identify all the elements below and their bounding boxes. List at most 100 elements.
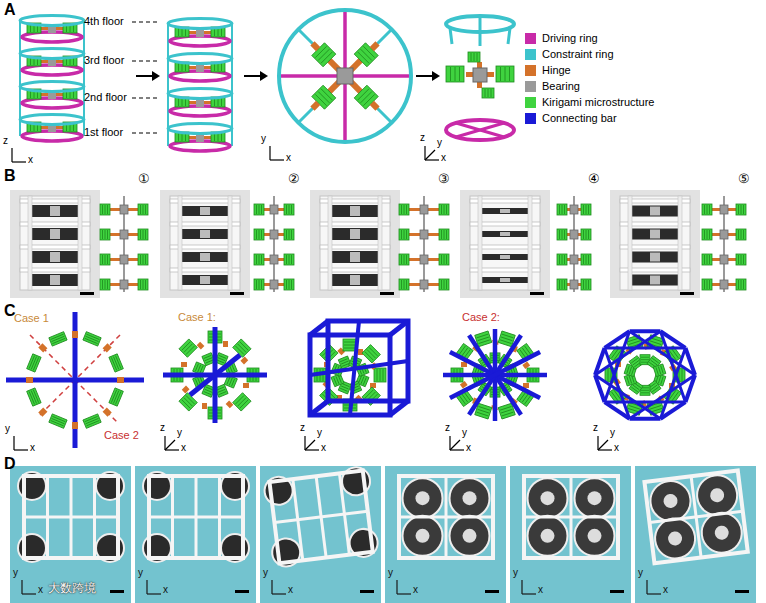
kirigami-block (736, 229, 746, 240)
kirigami-slit (707, 280, 708, 289)
kirigami-slit (474, 53, 475, 61)
hinge (56, 126, 63, 129)
kirigami-slit (588, 230, 589, 239)
kirigami-slit (441, 280, 442, 289)
frame (524, 476, 618, 558)
kirigami-slit (631, 387, 637, 392)
kirigami-slit (441, 205, 442, 214)
kirigami-slit (478, 406, 489, 410)
kirigami-slit (178, 28, 179, 36)
axis-line (14, 449, 28, 450)
kirigami-slit (658, 366, 660, 374)
constraint-ring (168, 89, 232, 99)
kirigami-slit (232, 379, 235, 386)
kirigami-slit (583, 280, 584, 289)
frame (649, 511, 742, 522)
state-number: ⑤ (738, 172, 750, 185)
kirigami-slit (102, 255, 103, 264)
sphere-unit (208, 331, 228, 347)
kirigami-slit (588, 255, 589, 264)
kirigami-slit (184, 344, 192, 352)
kirigami-slit (444, 230, 445, 239)
kirigami-block (581, 279, 591, 290)
connecting-bar (605, 401, 686, 404)
kirigami-slit (629, 341, 640, 345)
printed-cylinder (20, 196, 90, 290)
arrow-head (432, 71, 440, 81)
kirigami-slit (145, 280, 146, 289)
state-number: ④ (588, 172, 600, 185)
mechanism (702, 196, 746, 292)
kirigami-slit (406, 205, 407, 214)
axis-line (272, 593, 286, 594)
kirigami-slit (85, 416, 98, 421)
constraint-ring (20, 82, 84, 92)
hinge (204, 66, 211, 69)
kirigami-block (284, 204, 294, 215)
kirigami-slit (586, 255, 587, 264)
kirigami-block (557, 204, 567, 215)
ring-hinge (117, 377, 124, 383)
hinge (243, 383, 249, 388)
axis-label: y (437, 138, 442, 148)
kirigami-slit (588, 205, 589, 214)
kirigami-slit (444, 255, 445, 264)
kirigami-slit (218, 358, 225, 361)
kirigami-block (138, 229, 148, 240)
bearing-photo (500, 255, 510, 259)
kirigami-slit (236, 396, 244, 404)
sphere-unit (202, 403, 222, 419)
kirigami-slit (586, 280, 587, 289)
kirigami-photo (632, 252, 678, 263)
kirigami-slit (31, 357, 36, 370)
case-sketch (6, 312, 144, 448)
inner-unit (653, 364, 666, 377)
hinge (310, 101, 320, 111)
kirigami-slit (116, 391, 121, 404)
kirigami-block (399, 254, 409, 265)
bearing (120, 255, 128, 264)
cube-frame (310, 321, 408, 415)
kirigami-slit (564, 230, 565, 239)
kirigami-block (179, 393, 197, 411)
kirigami-slit (182, 63, 183, 71)
kirigami-slit (562, 280, 563, 289)
kirigami-slit (238, 398, 246, 406)
kirigami-slit (488, 89, 489, 97)
kirigami-slit (86, 334, 99, 339)
axis-line (270, 159, 284, 160)
kirigami-slit (741, 280, 742, 289)
axis-line (13, 436, 14, 450)
kirigami-slit (583, 230, 584, 239)
connecting-bar (190, 355, 240, 395)
bearing (714, 525, 730, 541)
kirigami-block (83, 332, 101, 346)
kirigami-slit (261, 205, 262, 214)
kirigami-slit (709, 205, 710, 214)
kirigami-slit (502, 412, 513, 416)
axis-label: x (441, 153, 446, 163)
kirigami-slit (380, 369, 381, 381)
kirigami-photo (182, 275, 228, 285)
kirigami-slit (178, 98, 179, 106)
bearing (720, 280, 728, 289)
axis-label: x (321, 443, 326, 453)
mechanism (399, 196, 449, 292)
kirigami-block (581, 254, 591, 265)
hinge (370, 101, 380, 111)
kirigami-slit (738, 255, 739, 264)
ring-unit (109, 354, 123, 372)
kirigami-slit (143, 205, 144, 214)
hinge (56, 93, 63, 96)
ring-hinge (103, 343, 112, 352)
kirigami-slit (321, 89, 332, 100)
axis-label: y (177, 428, 182, 438)
kirigami-photo (32, 205, 78, 217)
kirigami-slit (641, 359, 649, 360)
kirigami-slit (500, 340, 511, 344)
post (178, 196, 182, 290)
floor-dash (132, 97, 160, 98)
kirigami-photo (332, 274, 378, 286)
frame (399, 516, 493, 519)
kirigami-slit (261, 230, 262, 239)
